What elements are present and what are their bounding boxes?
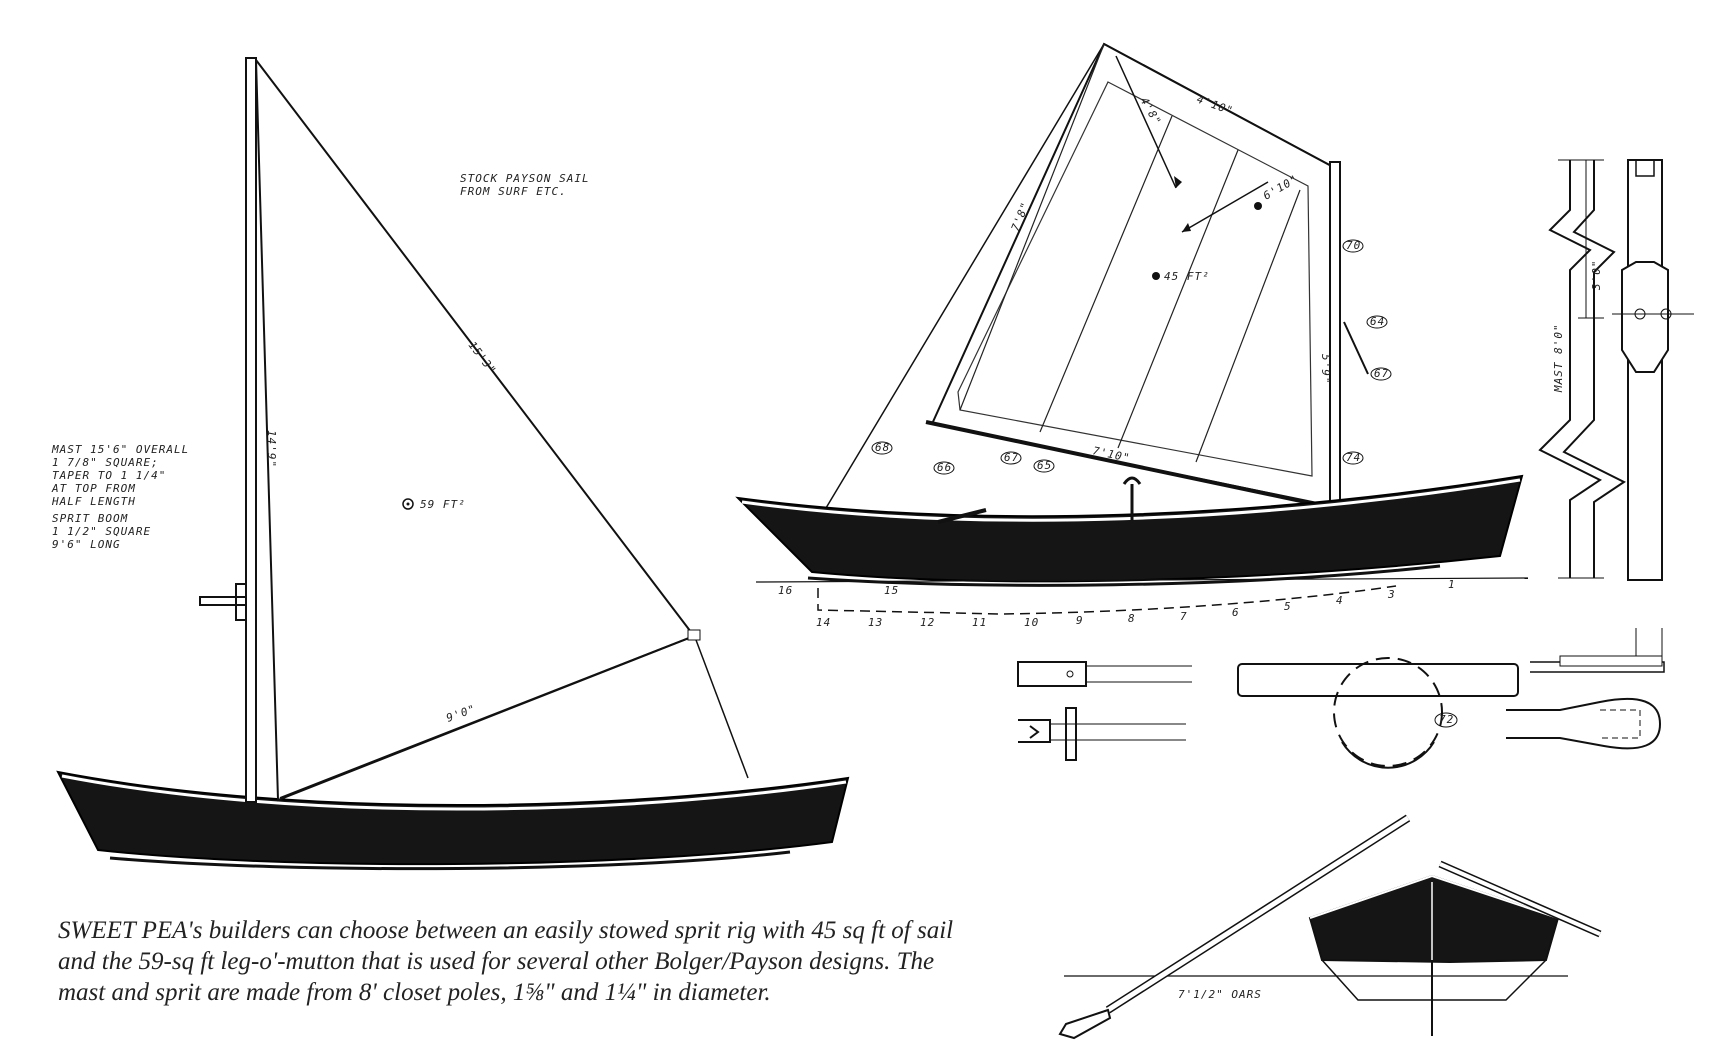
right-hull <box>735 474 1524 583</box>
stern-view: 7'1/2" OARS <box>1058 814 1602 1040</box>
svg-text:1 1/2" SQUARE: 1 1/2" SQUARE <box>52 525 151 538</box>
svg-text:11: 11 <box>972 616 987 629</box>
left-sail-area: 59 FT² <box>420 498 466 511</box>
mast-partner-fitting <box>199 583 247 621</box>
right-sail-inner <box>957 81 1313 477</box>
svg-text:74: 74 <box>1346 451 1361 464</box>
right-sprit-boom <box>925 420 1335 510</box>
svg-text:16: 16 <box>778 584 793 597</box>
stern-transom <box>1308 874 1560 964</box>
mast-detail-label: MAST 8'0" <box>1552 323 1565 393</box>
svg-text:STOCK PAYSON SAIL: STOCK PAYSON SAIL <box>460 172 590 185</box>
right-baseline <box>755 577 1529 583</box>
svg-text:12: 12 <box>920 616 935 629</box>
sail-note: STOCK PAYSON SAIL FROM SURF ETC. <box>460 172 590 198</box>
left-sprit-boom <box>279 635 695 799</box>
svg-text:66: 66 <box>937 461 952 474</box>
left-center-of-effort <box>402 498 414 510</box>
left-boom-end <box>687 629 701 641</box>
svg-text:70: 70 <box>1346 239 1361 252</box>
left-rig-drawing: 59 FT² 14'9" 15'3" 9'0" MAST 15'6" OVERA… <box>51 56 850 871</box>
svg-text:1: 1 <box>1448 578 1456 591</box>
part-callouts: 70 64 67 74 68 66 67 65 <box>871 239 1392 475</box>
svg-text:6: 6 <box>1232 606 1240 619</box>
right-sail-area: 45 FT² <box>1164 270 1210 283</box>
svg-text:64: 64 <box>1370 315 1385 328</box>
left-hull <box>56 770 850 866</box>
figure-caption: SWEET PEA's builders can choose between … <box>58 917 954 1006</box>
mast-detail: MAST 8'0" 3'0" <box>1538 159 1694 581</box>
svg-text:9'6" LONG: 9'6" LONG <box>52 538 121 551</box>
right-mast <box>1329 161 1341 511</box>
right-keel-line <box>807 564 1441 587</box>
right-forestay <box>825 43 1105 509</box>
svg-text:HALF LENGTH: HALF LENGTH <box>51 495 136 508</box>
right-mast-low-dim: 5'9" <box>1319 354 1332 385</box>
svg-text:4: 4 <box>1336 594 1344 607</box>
svg-text:15: 15 <box>884 584 899 597</box>
svg-text:TAPER TO 1 1/4": TAPER TO 1 1/4" <box>52 469 166 482</box>
station-marks-top: 16 15 1 <box>778 578 1456 597</box>
svg-text:AT TOP FROM: AT TOP FROM <box>51 482 136 495</box>
svg-text:13: 13 <box>868 616 883 629</box>
left-sail <box>254 56 696 802</box>
left-sheer-stripe <box>61 774 847 811</box>
svg-text:10: 10 <box>1024 616 1039 629</box>
right-rig-drawing: 45 FT² 6'10" 4'8" 7'8" 4'10" 7'10" 5'9" … <box>735 42 1529 629</box>
station-marks-bottom: 14 13 12 11 10 9 8 7 6 5 4 3 <box>816 588 1396 629</box>
svg-text:SPRIT BOOM: SPRIT BOOM <box>52 512 128 525</box>
left-sheet <box>695 639 749 779</box>
right-waterline-profile <box>817 585 1397 615</box>
svg-text:8: 8 <box>1128 612 1136 625</box>
svg-text:FROM SURF ETC.: FROM SURF ETC. <box>460 185 567 198</box>
oars-label: 7'1/2" OARS <box>1178 988 1262 1001</box>
svg-text:68: 68 <box>875 441 890 454</box>
svg-text:67: 67 <box>1004 451 1019 464</box>
svg-text:5: 5 <box>1284 600 1292 613</box>
right-sheer-stripe <box>741 478 1521 522</box>
mast-note: MAST 15'6" OVERALL 1 7/8" SQUARE; TAPER … <box>51 443 189 508</box>
svg-text:1 7/8" SQUARE;: 1 7/8" SQUARE; <box>52 456 159 469</box>
svg-text:14: 14 <box>816 616 831 629</box>
svg-text:65: 65 <box>1037 459 1052 472</box>
sprit-note: SPRIT BOOM 1 1/2" SQUARE 9'6" LONG <box>52 512 151 551</box>
svg-text:7: 7 <box>1180 610 1188 623</box>
left-mast <box>245 57 257 803</box>
hardware-callout: 72 <box>1439 713 1454 726</box>
hardware-details: 72 <box>1017 628 1665 769</box>
svg-text:3: 3 <box>1387 588 1396 601</box>
svg-text:67: 67 <box>1374 367 1389 380</box>
left-keel-line <box>109 850 791 871</box>
svg-text:9: 9 <box>1076 614 1084 627</box>
svg-text:MAST 15'6" OVERALL: MAST 15'6" OVERALL <box>51 443 189 456</box>
left-mast-height: 14'9" <box>265 430 278 468</box>
mast-detail-dim: 3'0" <box>1590 260 1603 292</box>
